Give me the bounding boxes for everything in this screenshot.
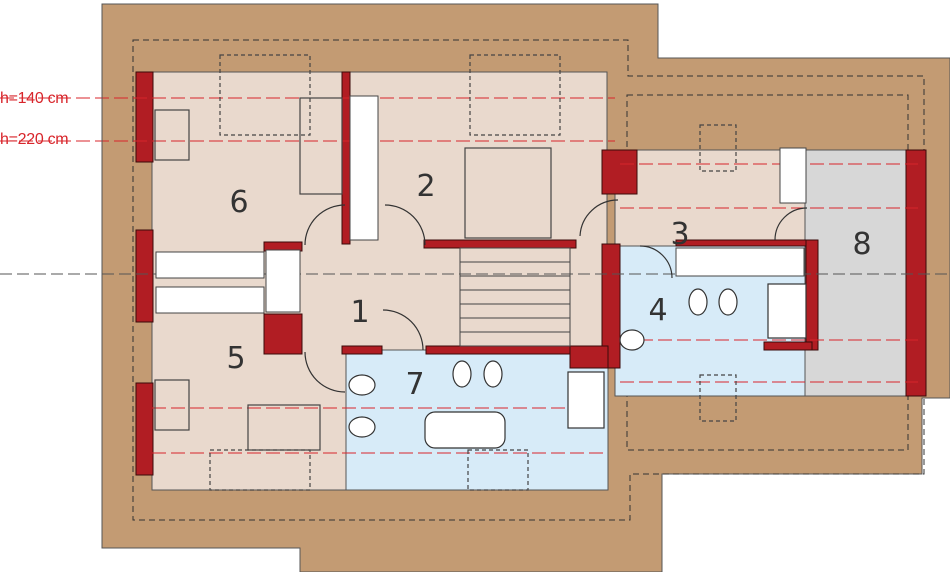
floor-area	[151, 71, 916, 491]
walls	[135, 71, 927, 476]
wardrobes	[155, 95, 807, 314]
room-number-6: 6	[229, 185, 248, 220]
furniture	[154, 54, 737, 491]
room-number-3: 3	[670, 217, 689, 252]
room-number-7: 7	[405, 367, 424, 402]
room-number-4: 4	[648, 293, 667, 328]
doors	[304, 199, 808, 393]
room-number-8: 8	[852, 227, 871, 262]
bath-fixtures	[348, 283, 807, 449]
room-number-1: 1	[350, 295, 369, 330]
height-label-220: h=220 cm	[0, 131, 69, 148]
staircase	[459, 247, 571, 347]
height-label-140: h=140 cm	[0, 90, 69, 107]
room-number-2: 2	[416, 169, 435, 204]
room-number-5: 5	[226, 341, 245, 376]
room-numbers: 1 2 3 4 5 6 7 8	[226, 169, 871, 402]
